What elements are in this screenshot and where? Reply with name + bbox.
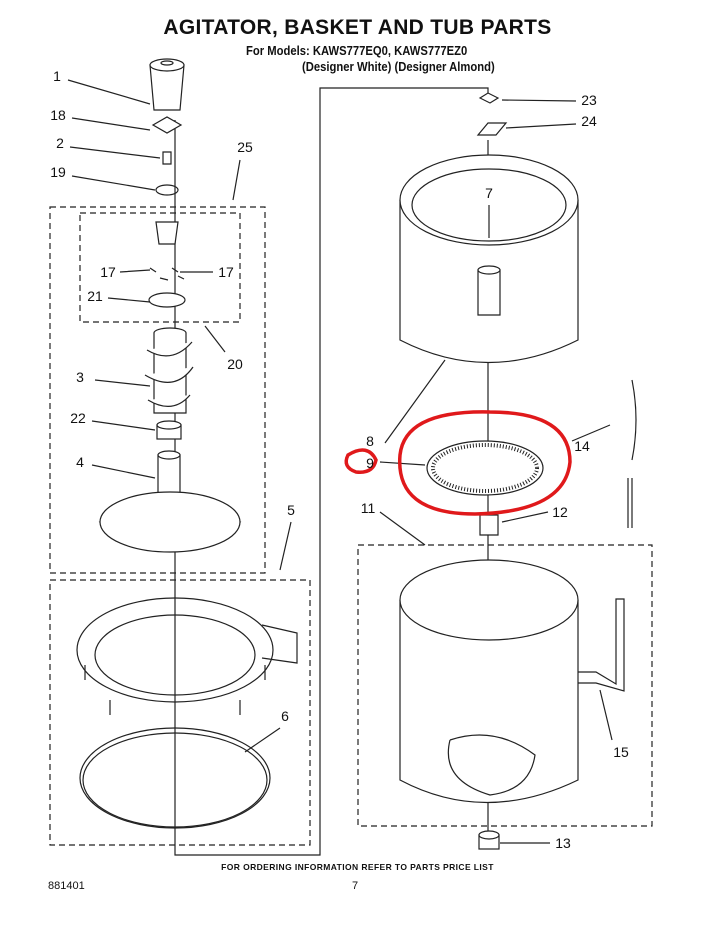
page-title: AGITATOR, BASKET AND TUB PARTS: [163, 16, 552, 39]
basket: [399, 154, 579, 364]
part-9-basket-drive-hub: [426, 440, 544, 496]
callout-17: 17: [100, 264, 116, 280]
part-22-bearing: [156, 420, 182, 440]
callout-25: 25: [237, 139, 253, 155]
part-3-auger: [144, 327, 194, 414]
cam-part: [155, 221, 179, 245]
part-6-clamp-ring: [79, 727, 271, 829]
callout-3: 3: [76, 369, 84, 385]
box-cam-kit: [79, 212, 241, 323]
part-2-bolt: [162, 151, 172, 165]
part-13-bearing: [478, 830, 500, 850]
callout-4: 4: [76, 454, 84, 470]
part-12-nut: [479, 514, 499, 536]
part-11-outer-tub: [399, 559, 579, 804]
callout-18: 18: [50, 107, 66, 123]
part-15-hose: [578, 598, 625, 692]
assembly-boxes: [49, 206, 653, 846]
callout-2: 2: [56, 135, 64, 151]
document-number: 881401: [48, 880, 85, 892]
box-tub: [357, 544, 653, 827]
callout-23: 23: [581, 92, 597, 108]
callout-17: 17: [218, 264, 234, 280]
variants-subtitle: (Designer White) (Designer Almond): [302, 60, 495, 74]
part-21-cam-ring: [148, 292, 186, 308]
part-14-hose: [627, 379, 637, 528]
callout-20: 20: [227, 356, 243, 372]
callout-13: 13: [555, 835, 571, 851]
callout-19: 19: [50, 164, 66, 180]
models-subtitle: For Models: KAWS777EQ0, KAWS777EZ0: [246, 44, 468, 58]
part-19-o-ring: [155, 184, 179, 196]
callout-12: 12: [552, 504, 568, 520]
part-4-agitator-base: [98, 450, 242, 553]
callout-9: 9: [366, 455, 374, 471]
leader-lines: [67, 79, 613, 844]
callout-7: 7: [485, 185, 493, 201]
callout-24: 24: [581, 113, 597, 129]
part-5-tub-ring: [76, 597, 298, 715]
callout-6: 6: [281, 708, 289, 724]
callout-5: 5: [287, 502, 295, 518]
callout-11: 11: [360, 500, 376, 516]
callout-14: 14: [574, 438, 590, 454]
box-tub-ring: [49, 579, 311, 846]
part-17-dogs: [149, 267, 185, 281]
ordering-notice: FOR ORDERING INFORMATION REFER TO PARTS …: [221, 862, 494, 872]
page-number: 7: [352, 880, 359, 892]
callout-1: 1: [53, 68, 61, 84]
part-1-fabric-softener-dispenser: [149, 58, 185, 111]
callout-15: 15: [613, 744, 629, 760]
callout-21: 21: [87, 288, 103, 304]
callout-22: 22: [70, 410, 86, 426]
part-24-tab: [476, 122, 508, 136]
part-18-cap: [151, 116, 183, 134]
callout-8: 8: [366, 433, 374, 449]
part-23-clip: [478, 92, 500, 104]
red-annotation-circle: [344, 410, 572, 516]
